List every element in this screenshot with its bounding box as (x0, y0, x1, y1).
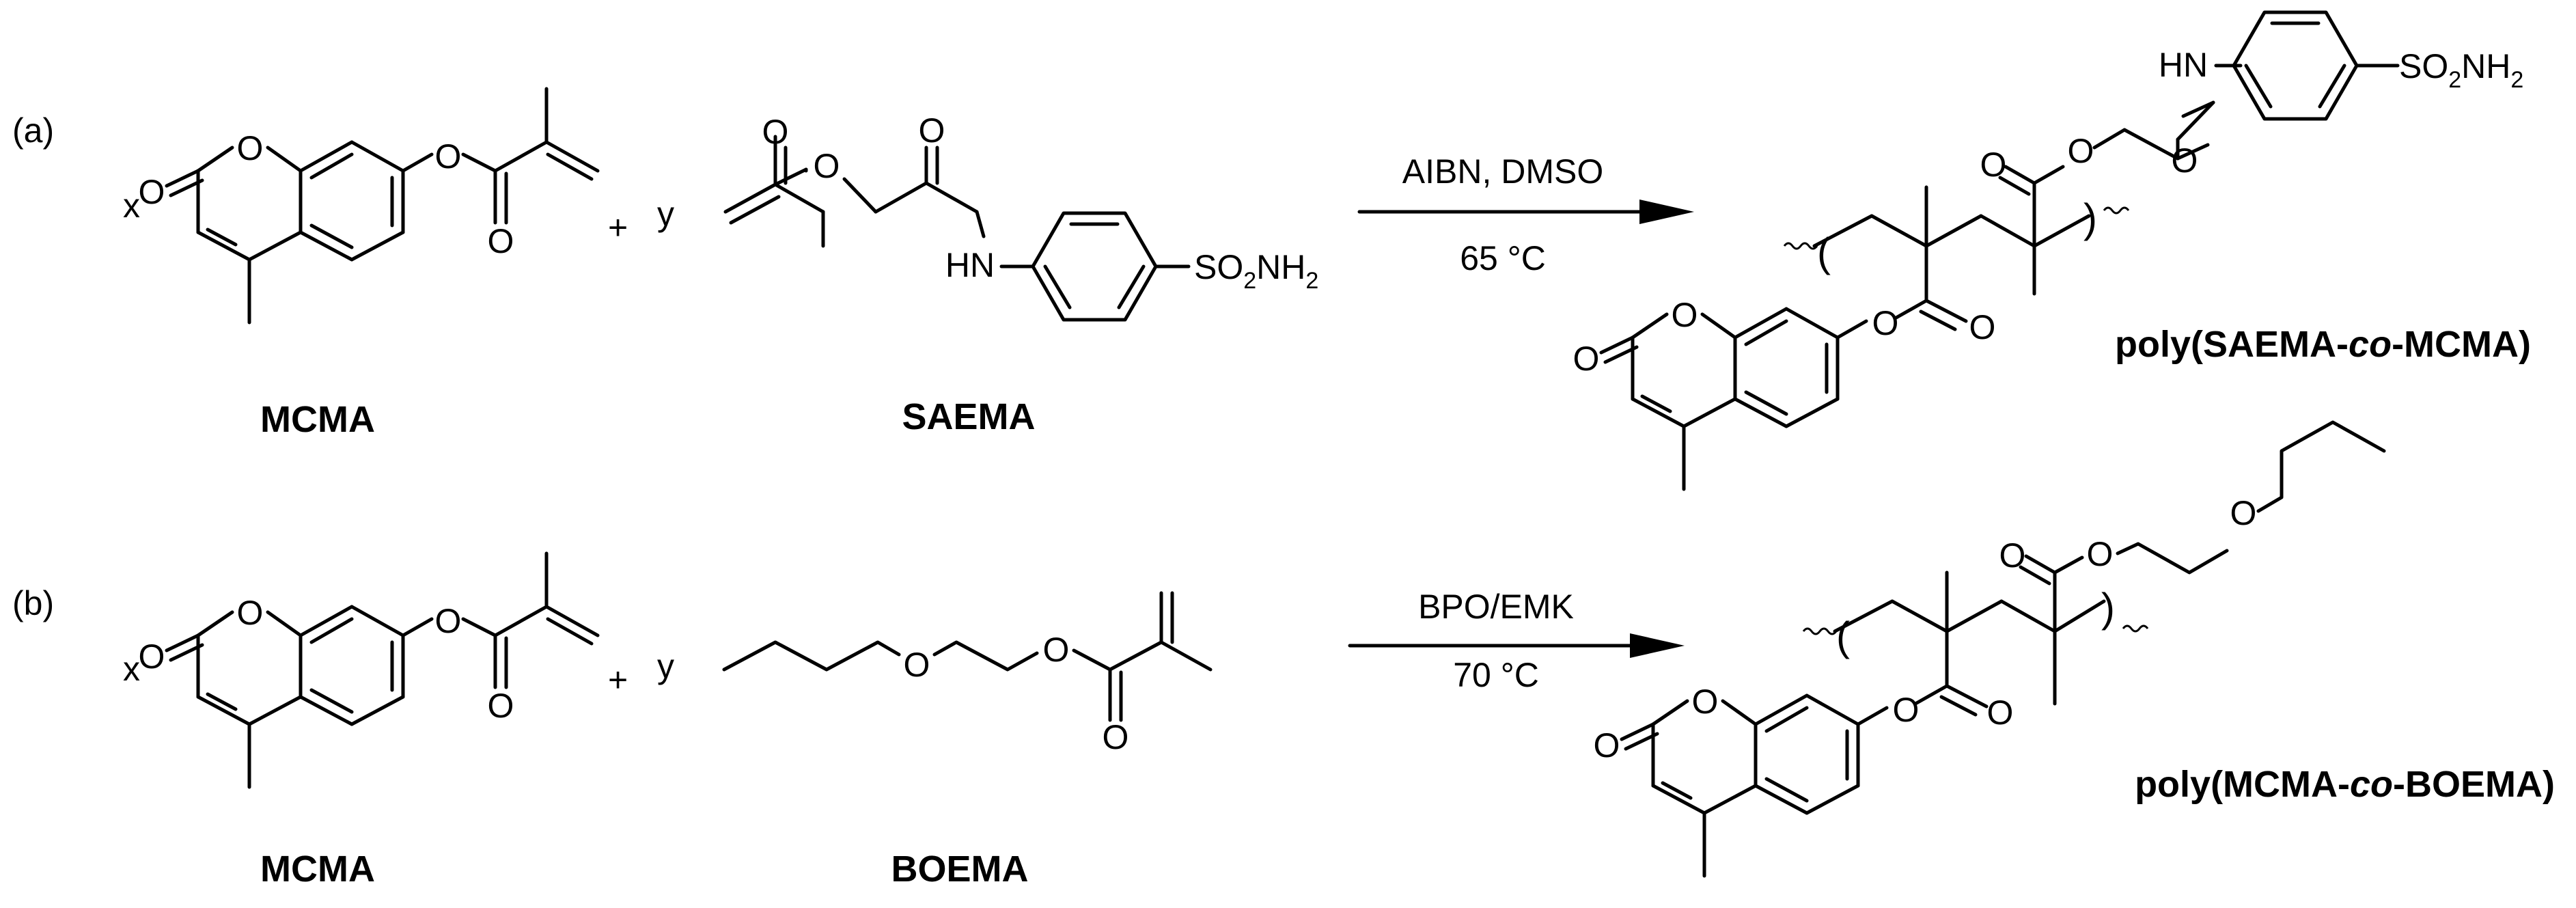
panel-label: (a) (12, 111, 54, 150)
atom-o: O (2230, 494, 2257, 532)
mcma-structure: O O (139, 551, 600, 787)
product-name: poly(MCMA-co-BOEMA) (2135, 764, 2555, 805)
atom-o: O (1872, 304, 1899, 342)
plus-sign: + (608, 661, 628, 699)
atom-o: O (488, 687, 514, 725)
atom-so2nh2: SO2NH2 (1194, 248, 1318, 294)
bracket-right: ) (2101, 585, 2115, 631)
atom-o: O (1999, 536, 2026, 575)
mcma-structure: O O (139, 87, 600, 322)
atom-o: O (2087, 535, 2114, 573)
atom-o: O (1987, 693, 2014, 732)
copolymer-product: ( ) O O O O O (1594, 420, 2386, 876)
atom-o: O (488, 222, 514, 260)
conditions-top: AIBN, DMSO (1402, 152, 1603, 191)
stoich-y: y (657, 647, 674, 685)
panel-label: (b) (12, 584, 54, 622)
copolymer-product: ( ) O O O HN (1573, 12, 2523, 489)
atom-o: O (435, 137, 462, 176)
panel-b: (b) x O O MCMA + y O O O (12, 420, 2555, 890)
atom-o: O (762, 113, 789, 151)
plus-sign: + (608, 208, 628, 247)
atom-so2nh2: SO2NH2 (2399, 47, 2523, 93)
stoich-x: x (123, 650, 140, 688)
conditions-top: BPO/EMK (1418, 588, 1574, 626)
panel-a: (a) x O O MCMA + y O (12, 12, 2531, 489)
boema-structure: O O O (722, 591, 1213, 756)
bracket-left: ( (1836, 614, 1850, 659)
atom-o: O (1103, 718, 1129, 756)
atom-hn: HN (945, 246, 995, 284)
product-name: poly(SAEMA-co-MCMA) (2115, 324, 2531, 365)
conditions-bottom: 70 °C (1453, 656, 1539, 694)
atom-o: O (919, 111, 945, 150)
atom-o: O (814, 147, 840, 185)
monomer1-name: MCMA (260, 399, 375, 440)
monomer2-name: BOEMA (891, 849, 1029, 890)
atom-o: O (904, 646, 930, 684)
saema-structure: O O O HN SO2NH2 (723, 111, 1318, 320)
bracket-left: ( (1817, 230, 1831, 275)
conditions-bottom: 65 °C (1460, 239, 1546, 277)
reaction-arrow (1357, 200, 1694, 224)
atom-o: O (2172, 141, 2198, 180)
atom-o: O (1969, 308, 1996, 346)
stoich-y: y (657, 195, 674, 233)
bracket-right: ) (2083, 195, 2097, 241)
stoich-x: x (123, 187, 140, 225)
monomer2-name: SAEMA (902, 396, 1035, 437)
atom-o: O (435, 602, 462, 640)
atom-o: O (2068, 132, 2094, 170)
atom-hn: HN (2159, 46, 2208, 84)
monomer1-name: MCMA (260, 849, 375, 890)
atom-o: O (1893, 691, 1920, 729)
reaction-arrow (1348, 633, 1685, 658)
atom-o: O (1043, 631, 1070, 669)
